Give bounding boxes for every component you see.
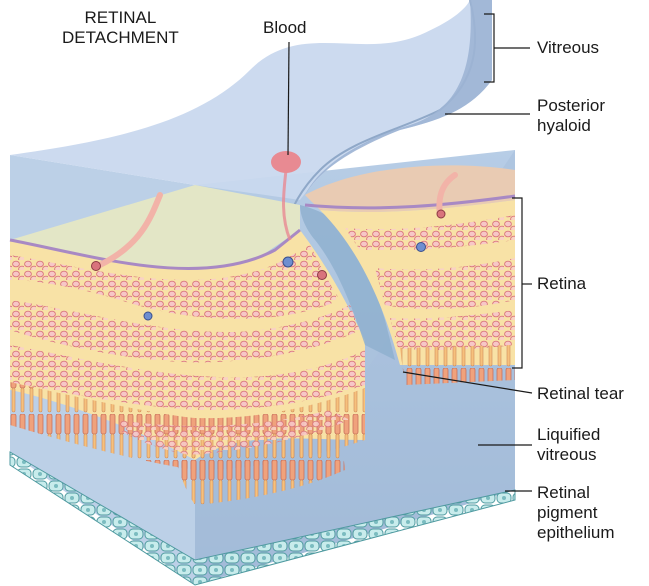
ganglion-cell-4 <box>144 312 152 320</box>
ganglion-cell-6 <box>437 210 445 218</box>
ganglion-cell-3 <box>318 271 327 280</box>
liquified-vitreous-line-2: vitreous <box>537 445 600 465</box>
ganglion-cell-1 <box>92 262 101 271</box>
retina-right-photoreceptors <box>400 345 515 385</box>
blood-clot <box>271 151 301 173</box>
rpe-line-3: epithelium <box>537 523 615 543</box>
title-line-1: RETINAL <box>62 8 179 28</box>
liquified-vitreous-label: Liquified vitreous <box>537 425 600 465</box>
ganglion-cell-2 <box>283 257 293 267</box>
title-line-2: DETACHMENT <box>62 28 179 48</box>
rpe-label: Retinal pigment epithelium <box>537 483 615 543</box>
retina-label: Retina <box>537 274 586 294</box>
vitreous-label: Vitreous <box>537 38 599 58</box>
ganglion-cell-5 <box>417 243 426 252</box>
blood-label: Blood <box>263 18 306 38</box>
posterior-hyaloid-label: Posterior hyaloid <box>537 96 605 136</box>
posterior-hyaloid-line-2: hyaloid <box>537 116 605 136</box>
liquified-vitreous-line-1: Liquified <box>537 425 600 445</box>
diagram-title: RETINAL DETACHMENT <box>62 8 179 48</box>
rpe-line-2: pigment <box>537 503 615 523</box>
rpe-line-1: Retinal <box>537 483 615 503</box>
retinal-tear-label: Retinal tear <box>537 384 624 404</box>
posterior-hyaloid-line-1: Posterior <box>537 96 605 116</box>
